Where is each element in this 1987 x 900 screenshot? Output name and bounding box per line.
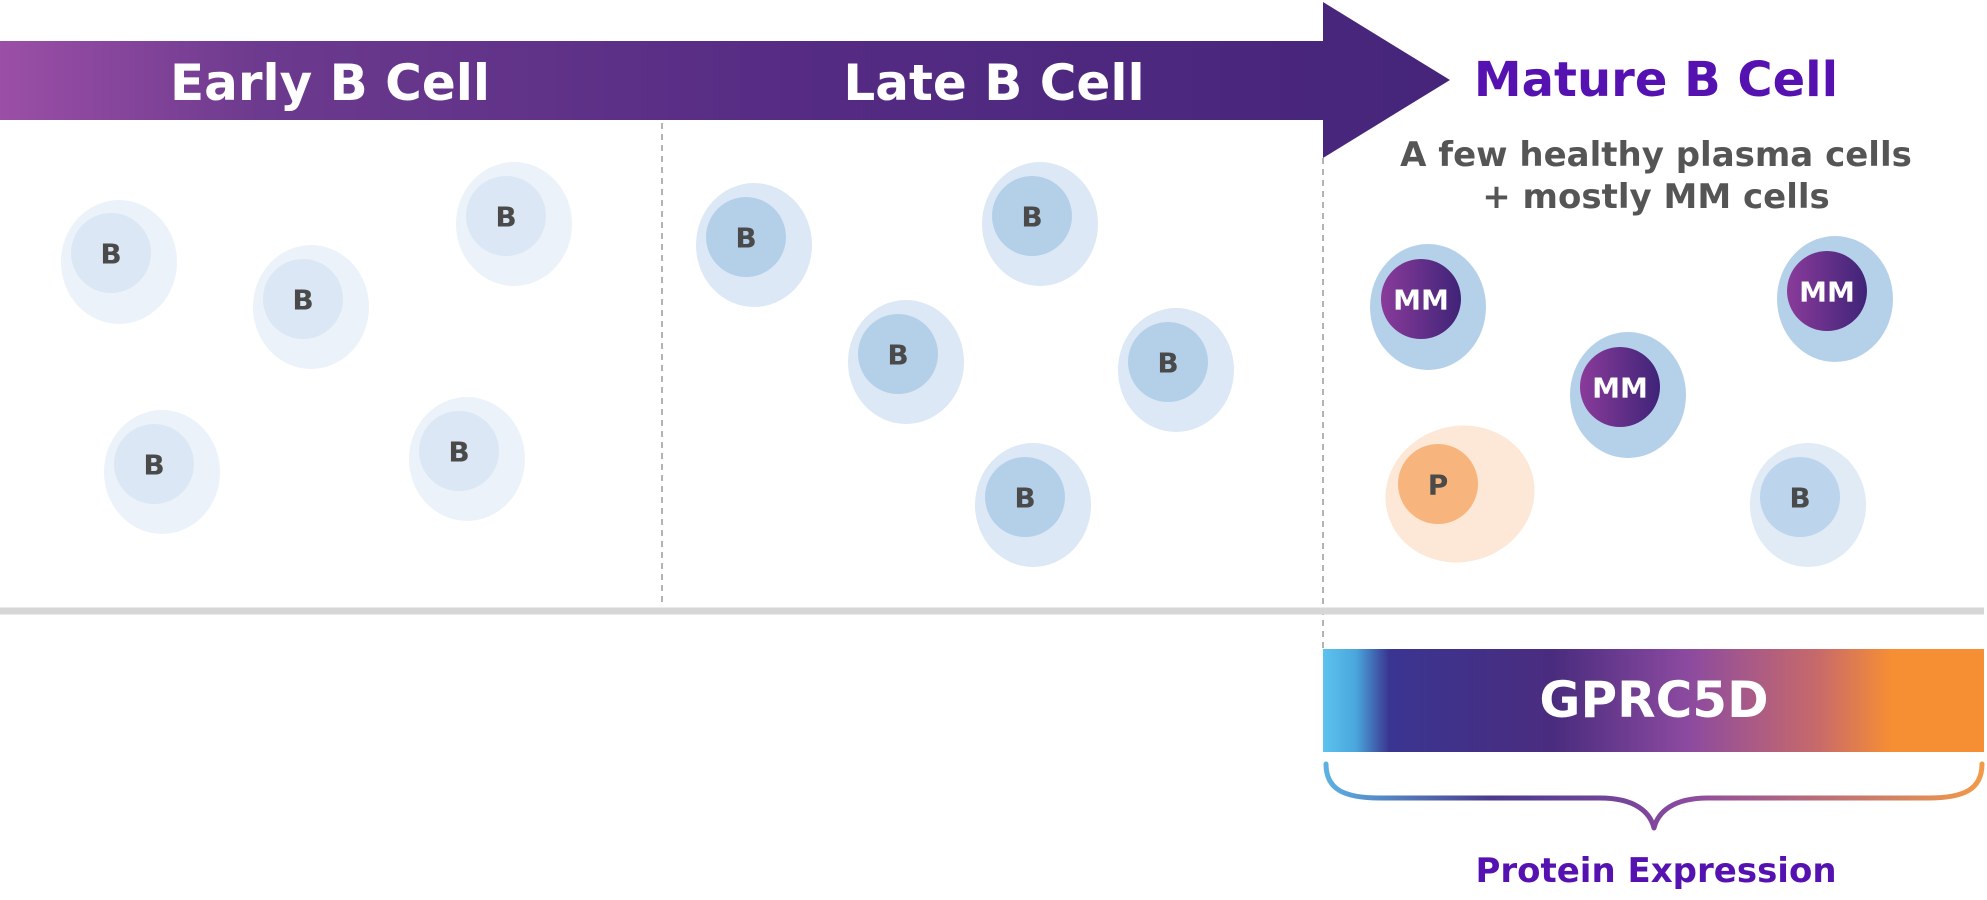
b-cell: B: [848, 300, 964, 424]
b-cell: B: [975, 443, 1091, 567]
b-cell: B: [982, 162, 1098, 286]
mm-cell: MM: [1570, 332, 1686, 458]
b-cell-label: B: [1157, 347, 1178, 380]
b-cell-label: B: [100, 238, 121, 271]
b-cell-label: B: [887, 339, 908, 372]
early-b-cells: B B B B B: [61, 162, 572, 534]
b-cell-label: B: [735, 222, 756, 255]
arrow-shape: [0, 2, 1450, 158]
b-cell: B: [61, 200, 177, 324]
b-cell-label: B: [448, 436, 469, 469]
b-cell-label: B: [143, 449, 164, 482]
b-cell: B: [1750, 443, 1866, 567]
late-b-cells: B B B B B: [696, 162, 1234, 567]
stage-title-early: Early B Cell: [170, 54, 490, 112]
plasma-cell-label: P: [1428, 469, 1449, 502]
mm-cell-label: MM: [1592, 372, 1648, 405]
b-cell-label: B: [495, 201, 516, 234]
stage-title-mature: Mature B Cell: [1474, 52, 1838, 108]
gprc5d-label: GPRC5D: [1539, 671, 1768, 729]
b-cell: B: [104, 410, 220, 534]
protein-expression-caption: Protein Expression: [1475, 851, 1836, 891]
mm-cell-label: MM: [1799, 276, 1855, 309]
gprc5d-expression-bar: GPRC5D: [1323, 649, 1984, 752]
b-cell: B: [253, 245, 369, 369]
b-cell: B: [409, 397, 525, 521]
stage-title-late: Late B Cell: [843, 54, 1144, 112]
b-cell-label: B: [1014, 482, 1035, 515]
b-cell-label: B: [1789, 482, 1810, 515]
b-cell: B: [456, 162, 572, 286]
b-cell: B: [696, 183, 812, 307]
b-cell-label: B: [1021, 201, 1042, 234]
expression-brace: [1323, 761, 1985, 831]
plasma-cell: P: [1385, 425, 1535, 563]
mature-description-line1: A few healthy plasma cells: [1400, 135, 1912, 175]
mature-description-line2: + mostly MM cells: [1482, 177, 1830, 217]
mm-cell: MM: [1370, 244, 1486, 370]
mm-cell: MM: [1777, 236, 1893, 362]
b-cell-label: B: [292, 284, 313, 317]
b-cell: B: [1118, 308, 1234, 432]
expression-gradient: [1323, 649, 1984, 752]
mature-cells: MM MM MM P B: [1370, 236, 1893, 567]
mm-cell-label: MM: [1393, 284, 1449, 317]
progression-arrow: Early B Cell Late B Cell: [0, 2, 1450, 158]
